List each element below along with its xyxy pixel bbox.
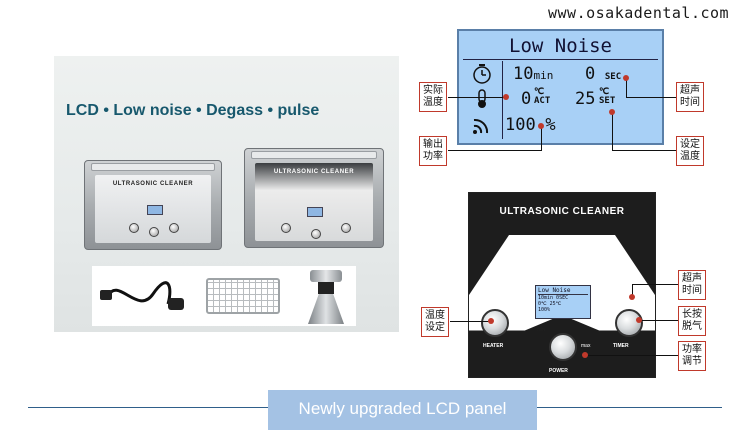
lcd-time-value: 10 <box>513 64 534 84</box>
cleaner-brand-label: ULTRASONIC CLEANER <box>112 181 194 187</box>
banner: Newly upgraded LCD panel <box>268 390 537 430</box>
small-lcd-line: 10min 0SEC <box>538 295 569 301</box>
clock-icon <box>473 64 491 84</box>
signal-icon <box>473 118 489 134</box>
callout-ultrasonic-time: 超声时间 <box>676 82 704 112</box>
power-max-label: max <box>581 343 591 349</box>
heater-label: HEATER <box>483 343 504 349</box>
product-photo-panel: LCD • Low noise • Degass • pulse ULTRASO… <box>54 56 399 332</box>
lcd-sec-unit: SEC <box>604 72 622 82</box>
control-panel: ULTRASONIC CLEANER Low Noise 10min 0SEC … <box>468 192 656 378</box>
callout-output-power: 输出功率 <box>419 136 447 166</box>
mini-knob <box>341 223 351 233</box>
lcd-set-temp: 25 <box>575 89 596 109</box>
timer-label: TIMER <box>613 343 629 349</box>
lcd-power-unit: % <box>545 115 556 135</box>
mini-knob <box>129 223 139 233</box>
small-lcd-line: 100% <box>538 307 551 313</box>
panel-small-lcd: Low Noise 10min 0SEC 0℃ 25℃ 100% <box>535 285 591 319</box>
lcd-set-unit: ℃ <box>599 87 610 97</box>
callout-temp-setting: 温度设定 <box>421 307 449 337</box>
lcd-set-label: SET <box>599 96 616 106</box>
mini-knob <box>169 223 179 233</box>
lcd-act-label: ACT <box>534 96 551 106</box>
timer-knob[interactable] <box>615 309 643 337</box>
callout-panel-ultrasonic-time: 超声时间 <box>678 270 706 300</box>
panel-title: ULTRASONIC CLEANER <box>499 206 625 217</box>
small-lcd-line: 0℃ 25℃ <box>538 301 562 307</box>
heater-knob[interactable] <box>481 309 509 337</box>
lcd-time-unit: min <box>533 69 554 82</box>
cleaner-brand-label: ULTRASONIC CLEANER <box>273 169 355 175</box>
callout-actual-temp: 实际温度 <box>419 82 447 112</box>
banner-text: Newly upgraded LCD panel <box>298 399 507 418</box>
lcd-sec-value: 0 <box>585 64 596 84</box>
ultrasonic-cleaner-small: ULTRASONIC CLEANER <box>84 160 222 250</box>
lcd-actual-temp: 0 <box>521 89 532 109</box>
thermometer-icon <box>478 89 486 108</box>
mini-lcd <box>147 205 163 215</box>
lcd-title: Low Noise <box>509 35 612 57</box>
callout-power-adjust: 功率调节 <box>678 341 706 371</box>
lcd-display: Low Noise 10min 0 SEC 0 ℃ ACT 25 ℃ SET 1… <box>457 29 664 145</box>
mini-knob <box>311 229 321 239</box>
transducer-icon <box>306 270 346 324</box>
features-text: LCD • Low noise • Degass • pulse <box>66 102 320 119</box>
watermark-url: www.osakadental.com <box>548 4 730 22</box>
ultrasonic-cleaner-large: ULTRASONIC CLEANER <box>244 148 384 248</box>
power-label: POWER <box>549 368 568 374</box>
lcd-actual-unit: ℃ <box>534 87 545 97</box>
cleaning-basket-icon <box>206 278 280 314</box>
callout-long-press-degas: 长按脱气 <box>678 306 706 336</box>
mini-lcd <box>307 207 323 217</box>
power-knob[interactable] <box>549 333 577 361</box>
callout-set-temp: 设定温度 <box>676 136 704 166</box>
mini-knob <box>281 223 291 233</box>
small-lcd-title: Low Noise <box>538 287 588 295</box>
lcd-power-value: 100 <box>505 115 536 135</box>
accessories-strip <box>92 266 356 326</box>
power-min-label: min <box>537 327 546 333</box>
mini-knob <box>149 227 159 237</box>
power-cable-icon <box>100 281 184 310</box>
